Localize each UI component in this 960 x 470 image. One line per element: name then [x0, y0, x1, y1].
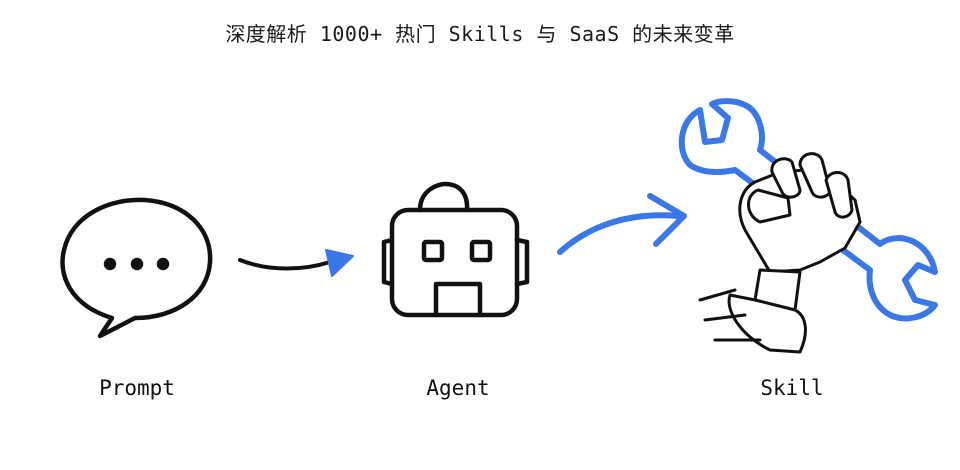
arrow-prompt-to-agent — [238, 249, 354, 277]
robotic-hand-wrench-icon — [678, 98, 938, 354]
speech-bubble-icon — [60, 197, 213, 339]
skill-label: Skill — [760, 376, 824, 400]
subtitle: 深度解析 1000+ 热门 Skills 与 SaaS 的未来变革 — [225, 22, 735, 46]
robot-icon — [381, 181, 530, 318]
arrow-agent-to-skill — [557, 193, 687, 255]
agent-label: Agent — [426, 376, 490, 400]
prompt-label: Prompt — [99, 376, 175, 400]
